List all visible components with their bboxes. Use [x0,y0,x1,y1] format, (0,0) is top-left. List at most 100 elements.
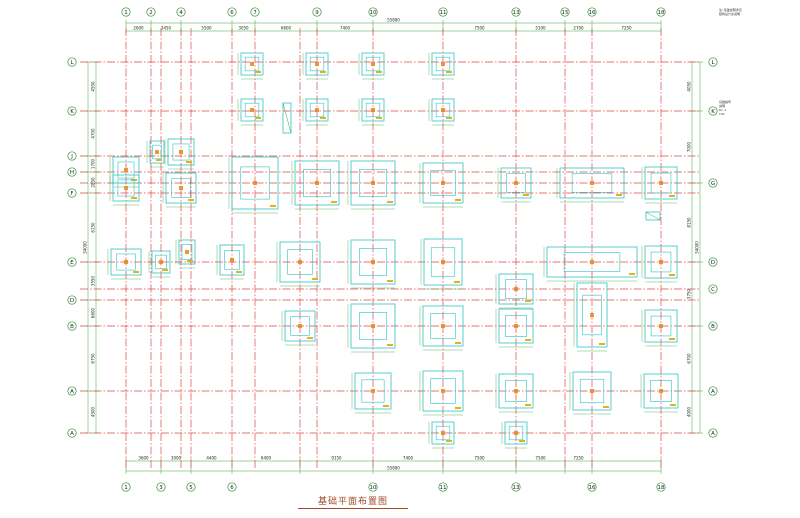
top-dimension-text: 7500 [474,26,485,31]
footing-tag [603,406,609,408]
footing-tag [331,201,337,203]
footing-outline [431,98,455,122]
top-axis-label-circle [146,7,156,17]
right-axis-label: A [711,389,715,395]
top-axis-label-circle [250,7,260,17]
footing-step [365,102,381,118]
left-axis-label-circle [67,295,77,305]
drawing-title: 基础平面布置图 [298,494,408,509]
footing-outline [422,305,464,347]
footing-step [181,244,193,260]
top-dimension-text: 2600 [133,26,144,31]
footing-tag [236,271,242,273]
left-axis-label-circle [67,188,77,198]
footing-step [430,170,456,196]
top-axis-label: 16 [589,10,596,16]
bottom-axis-label-circle [511,482,521,492]
bottom-dimension-text: 3000 [171,456,182,461]
footing-step [505,380,527,402]
footing-step [361,379,385,403]
footing-outline [546,246,638,278]
bottom-dimension-text: 7500 [535,456,546,461]
footing-tag [454,281,460,283]
column-marker [659,181,663,185]
right-axis-label-circle [708,428,718,438]
left-axis-label: D [70,298,74,304]
right-axis-label-circle [708,57,718,67]
right-dimension-text: 3750 [687,288,692,299]
column-marker [659,389,663,393]
footing-layer [107,52,679,449]
footing-outline [284,310,316,342]
right-axis-label-circle [708,106,718,116]
footing-tag [255,117,261,119]
footing-outline [559,167,625,199]
footing-outline [294,160,340,206]
footing-tag [519,440,525,442]
column-marker [155,150,159,154]
footing-step [309,102,325,118]
footing-step [430,378,456,404]
bottom-axis-label-circle [587,482,597,492]
column-marker [514,287,518,291]
footing-tag [525,339,531,341]
left-dimension-text: 6150 [91,222,96,233]
note-line-1: 注:基础说明详见 [719,8,742,12]
footing-outline [431,52,455,76]
footing-tag [525,404,531,406]
column-marker [659,260,663,264]
footing-tag [131,197,137,199]
left-axis-label-circle [67,428,77,438]
top-axis-label-circle [560,7,570,17]
right-axis-label: D [711,260,715,266]
footing-step [359,312,387,340]
column-marker [371,181,375,185]
column-marker [315,62,319,66]
footing-tag [376,117,382,119]
bottom-dimension-text: 7400 [403,456,414,461]
footing-step [152,144,162,160]
column-marker [514,389,518,393]
column-marker [514,324,518,328]
column-marker [371,389,375,393]
left-axis-label: K [70,109,74,115]
column-marker [441,62,445,66]
left-overall-dimension: 34000 [83,241,88,254]
footing-step [582,294,602,336]
bottom-axis-label: 10 [370,485,377,491]
footing-tag [320,117,326,119]
top-dimension-text: 5100 [535,26,546,31]
top-axis-label: 15 [562,10,569,16]
column-marker [124,186,128,190]
footing-step [579,378,605,404]
left-axis-label-circle [67,106,77,116]
footing-tag [599,343,605,345]
footing-step [359,169,387,197]
bottom-dimension-text: 9150 [331,456,342,461]
top-axis-label-circle [121,7,131,17]
left-axis-label: F [70,191,73,197]
footing-step [224,250,240,270]
top-axis-label-circle [587,7,597,17]
right-axis-label-circle [708,386,718,396]
footing-step [117,179,135,197]
right-overall-dimension: 34000 [695,241,700,254]
footing-step [650,251,672,273]
footing-step [155,254,167,270]
top-axis-label-circle [176,7,186,17]
column-marker [441,324,445,328]
column-marker [298,260,302,264]
footing-step [287,249,313,275]
left-axis-label: J [70,154,73,160]
column-marker [250,108,254,112]
top-axis-label-circle [511,7,521,17]
bottom-axis-label-circle [121,482,131,492]
footing-outline [240,52,264,76]
footing-outline [504,421,528,445]
footing-tag [523,194,529,196]
footing-step [359,248,387,276]
top-axis-label: 10 [370,10,377,16]
bottom-dimension-text: 4400 [206,456,217,461]
left-axis-label: L [70,60,74,66]
